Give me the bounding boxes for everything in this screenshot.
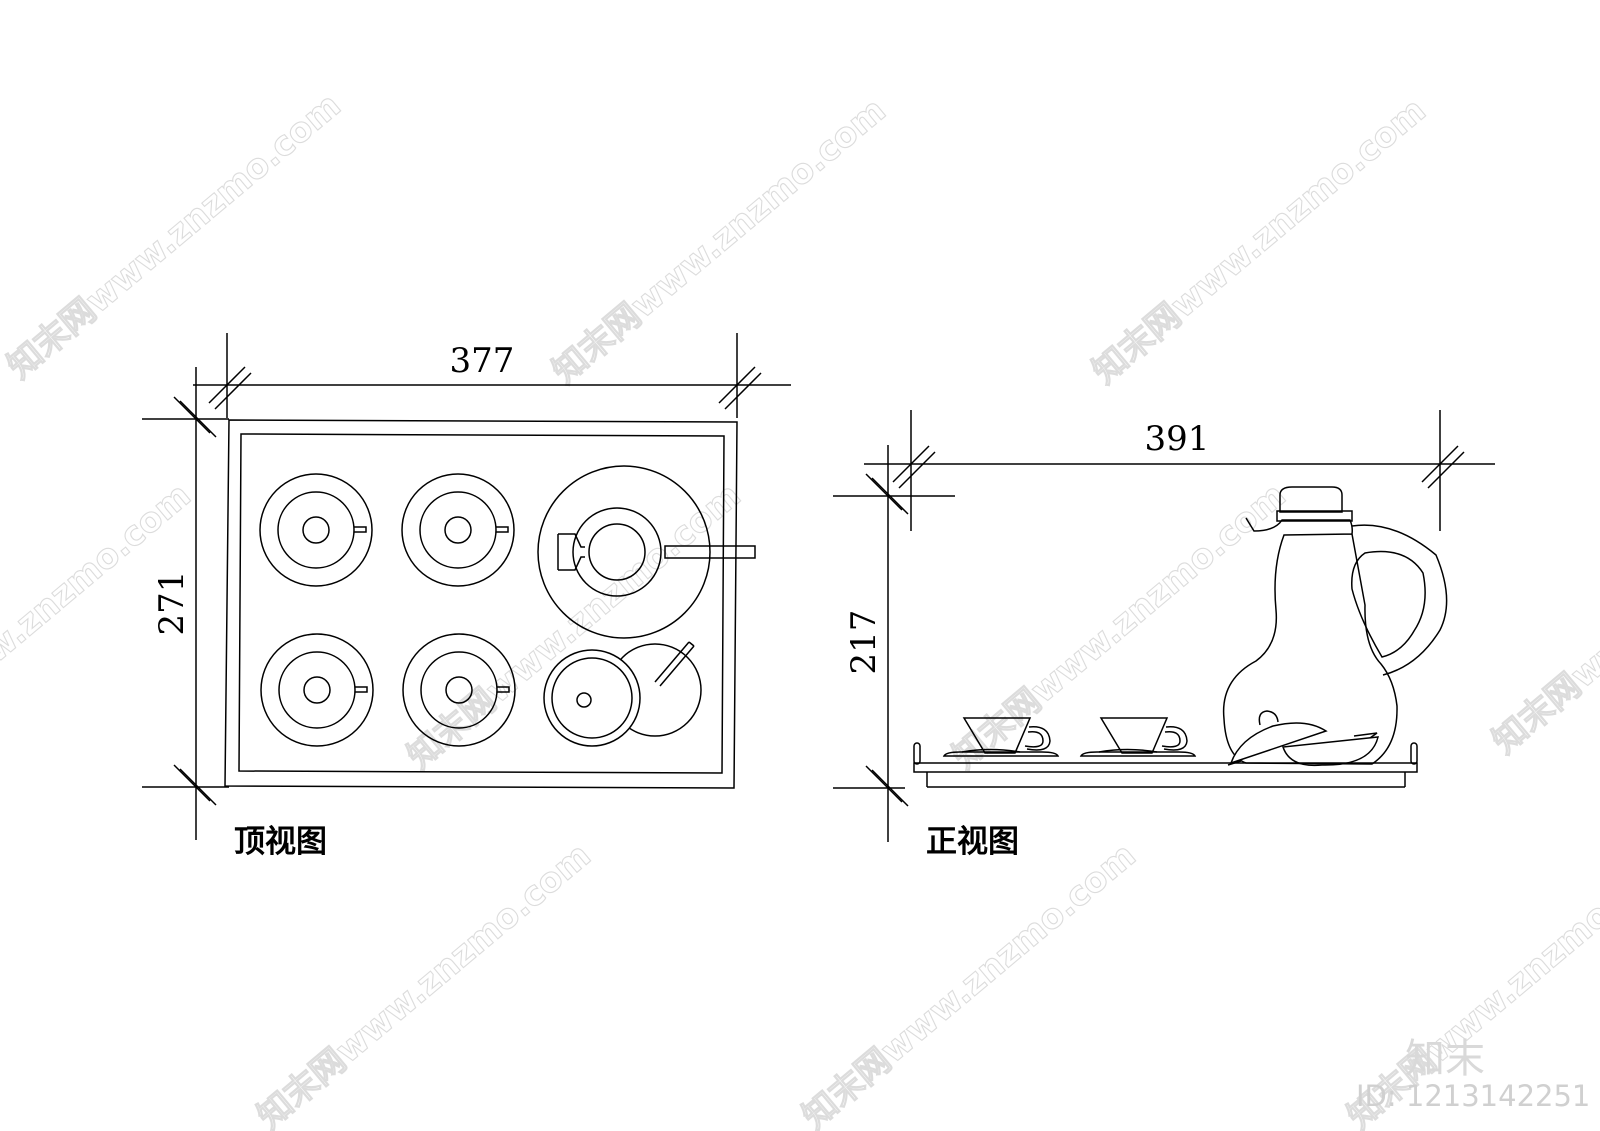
top-width-dimension: 377 <box>193 333 791 418</box>
top-width-dimension-text: 377 <box>450 341 515 381</box>
watermark-text: 知末网www.znzmo.com <box>545 90 894 392</box>
tray-top <box>224 419 738 789</box>
top-view-title: 顶视图 <box>234 824 327 860</box>
coffee-pot-top <box>537 465 756 639</box>
watermark-text: 知末网www.znzmo.com <box>795 835 1144 1131</box>
coffee-pot-front <box>1222 486 1448 765</box>
watermark-text: 知末网www.znzmo.com <box>945 475 1294 777</box>
front-height-dimension: 217 <box>833 445 955 842</box>
sugar-bowl-top <box>543 641 702 747</box>
brand-logo: 知末 <box>1405 1036 1485 1082</box>
cup-saucer-top <box>260 633 374 747</box>
cup-saucer-top <box>402 633 516 747</box>
top-height-dimension-text: 271 <box>152 571 192 636</box>
cup-front <box>942 717 1060 757</box>
top-height-dimension: 271 <box>142 367 229 840</box>
front-width-dimension-text: 391 <box>1145 419 1210 459</box>
lid-front <box>1227 710 1328 766</box>
watermark-text: 知末网www.znzmo.com <box>1085 90 1434 392</box>
watermark-text: 知末网www.znzmo.com <box>1485 460 1600 762</box>
tray-front <box>913 742 1418 788</box>
cup-saucer-top <box>259 473 373 587</box>
watermark-text: 知末网www.znzmo.com <box>0 85 349 387</box>
front-view-title: 正视图 <box>926 824 1019 860</box>
sugar-bowl-front <box>1281 732 1379 767</box>
front-width-dimension: 391 <box>864 410 1495 531</box>
top-view: 377 271 <box>142 333 791 860</box>
cup-saucer-top <box>401 473 515 587</box>
brand-watermark: 知末 ID: 1213142251 <box>1356 1036 1590 1113</box>
cup-front <box>1079 717 1197 757</box>
front-view: 391 217 <box>833 410 1495 860</box>
watermark-text: 知末网www.znzmo.com <box>250 835 599 1131</box>
brand-id-label: ID: 1213142251 <box>1356 1079 1590 1113</box>
front-height-dimension-text: 217 <box>844 610 884 675</box>
